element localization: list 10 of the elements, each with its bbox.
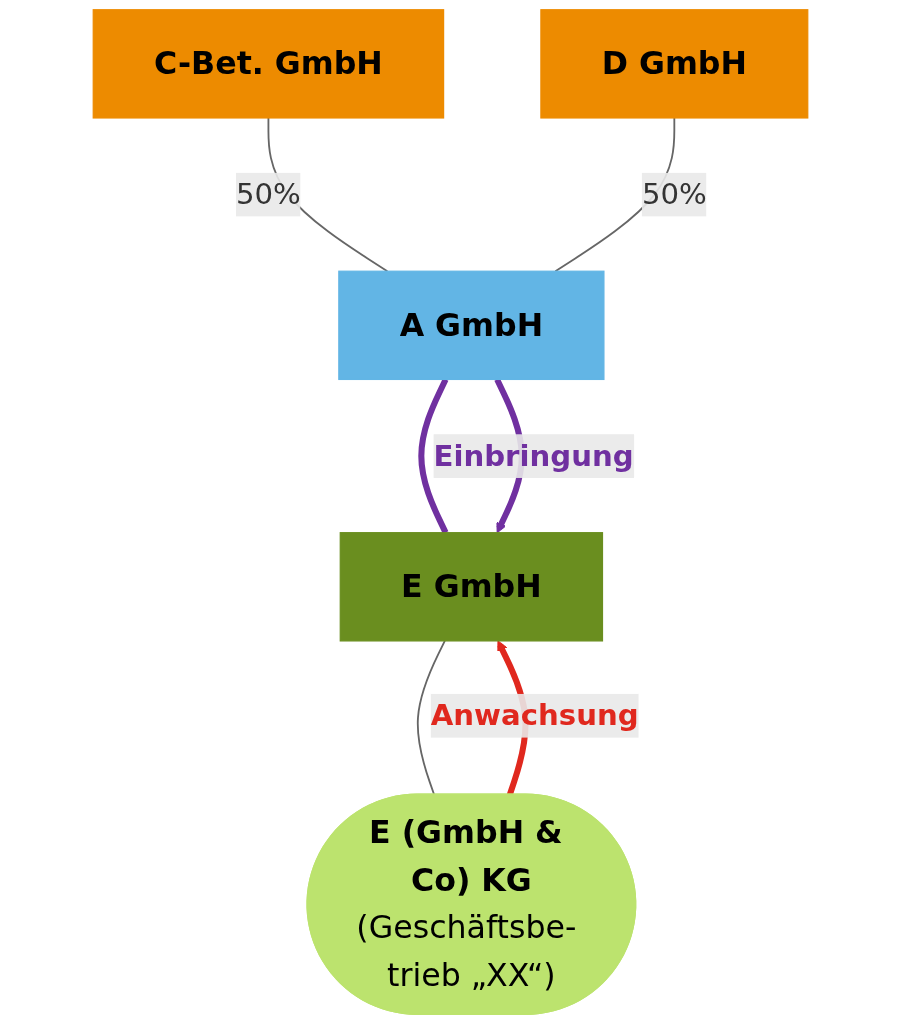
edge-label: 50% [235,177,301,212]
node-box: A GmbH [338,270,605,381]
connector [418,378,449,534]
edge-label: Einbringung [433,439,634,474]
connector [416,640,446,796]
node-box: E GmbH [339,532,604,642]
edge-label: Anwachsung [430,698,639,733]
node-box: C-Bet. GmbH [92,9,445,119]
edge-label: 50% [641,177,707,212]
node-box: D GmbH [540,9,809,119]
